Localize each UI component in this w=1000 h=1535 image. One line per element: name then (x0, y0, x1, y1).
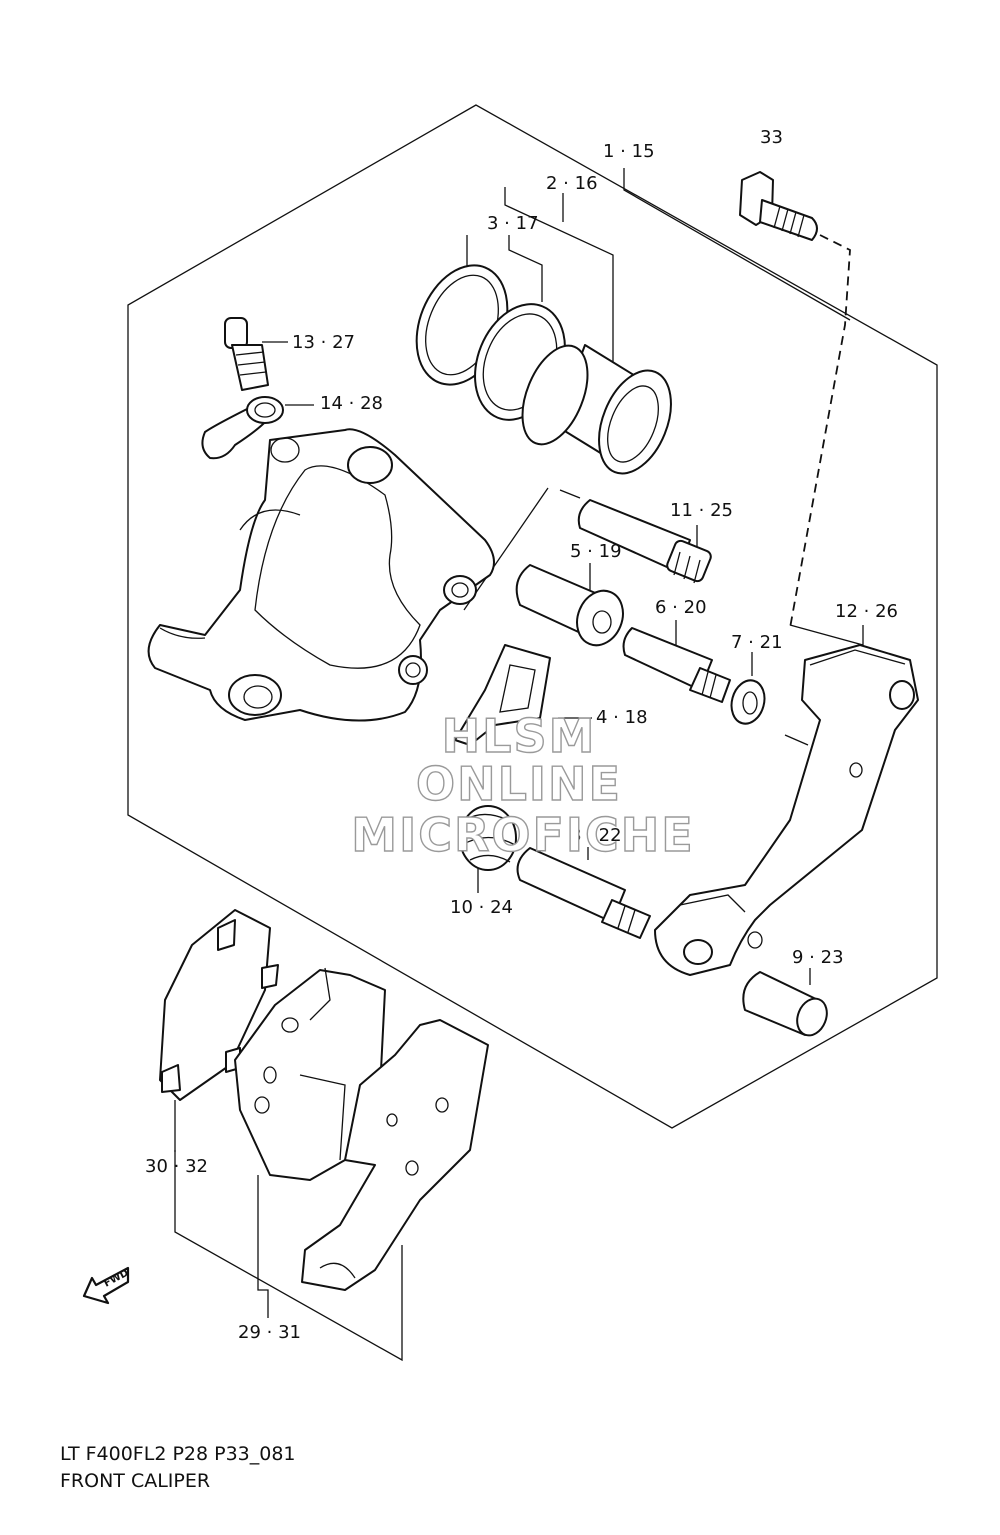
caliper-body-icon (147, 428, 495, 722)
callout-30-32: 30 · 32 (145, 1156, 208, 1177)
diagram-caption: LT F400FL2 P28 P33_081 FRONT CALIPER (60, 1443, 296, 1492)
callout-3-17: 3 · 17 (487, 213, 539, 234)
bolt-guide-dashed (789, 234, 851, 629)
callout-9-23: 9 · 23 (792, 947, 844, 968)
slide-pin-icon (577, 499, 712, 584)
diagram-title: FRONT CALIPER (60, 1470, 210, 1492)
model-code: LT F400FL2 P28 P33_081 (60, 1443, 296, 1465)
pad-backing-plate-icon (301, 1019, 489, 1291)
piston-icon (521, 344, 672, 475)
callout-2-16: 2 · 16 (546, 173, 598, 194)
callout-4-18: 4 · 18 (596, 707, 648, 728)
callout-1-15: 1 · 15 (603, 141, 655, 162)
pad-spring-icon (454, 644, 551, 746)
callout-12-26: 12 · 26 (835, 601, 898, 622)
leader-lines (174, 168, 864, 1362)
callout-8-22: 8 · 22 (570, 825, 622, 846)
assembly-outline (127, 104, 938, 1129)
bracket-bushing-icon (742, 971, 828, 1037)
guide-pin-icon (622, 627, 731, 703)
callout-5-19: 5 · 19 (570, 541, 622, 562)
watermark-line-1: HLSM (442, 709, 597, 763)
watermark-line-2: ONLINE (416, 757, 622, 811)
pad-shim-icon (159, 909, 279, 1101)
bleeder-cap-icon (201, 396, 284, 460)
bolt-icon (739, 171, 818, 241)
callout-7-21: 7 · 21 (731, 632, 783, 653)
bleeder-screw-icon (224, 317, 269, 391)
washer-icon (730, 679, 766, 725)
callout-10-24: 10 · 24 (450, 897, 513, 918)
bushing-icon (515, 564, 624, 647)
callout-14-28: 14 · 28 (320, 393, 383, 414)
watermark-line-3: MICROFICHE (351, 808, 694, 862)
bracket-pin-icon (516, 847, 651, 939)
callout-11-25: 11 · 25 (670, 500, 733, 521)
boot-icon (459, 805, 517, 871)
callout-13-27: 13 · 27 (292, 332, 355, 353)
watermark: HLSM ONLINE MICROFICHE (351, 708, 694, 862)
callout-6-20: 6 · 20 (655, 597, 707, 618)
fwd-arrow-icon: FWD (82, 1266, 131, 1305)
callout-33: 33 (760, 127, 783, 148)
caliper-bracket-icon (654, 644, 919, 976)
callout-labels: 1 · 15 2 · 16 3 · 17 33 13 · 27 14 · 28 … (145, 127, 898, 1343)
callout-29-31: 29 · 31 (238, 1322, 301, 1343)
